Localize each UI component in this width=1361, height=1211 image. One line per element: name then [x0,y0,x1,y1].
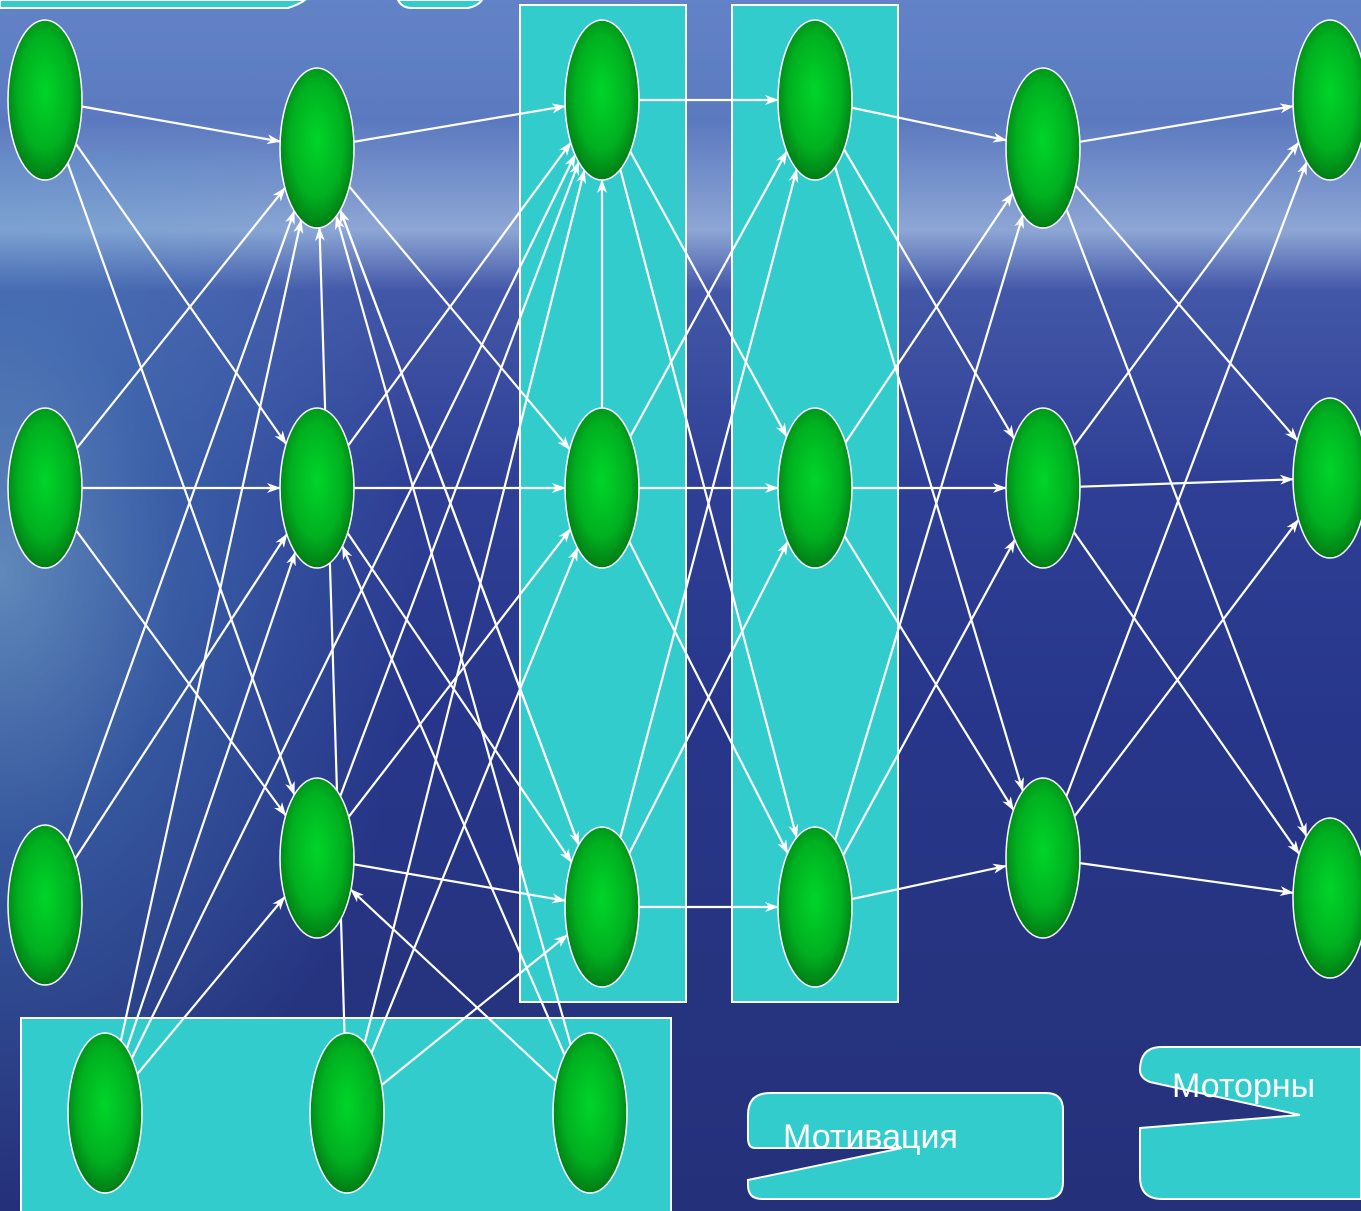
edge-d2-e1 [844,192,1014,444]
edge-b1-c1 [353,103,567,143]
neuron-node-f1 [1292,19,1361,181]
edge-d1-e1 [851,106,1008,143]
edge-group [66,95,1308,1086]
edge-g2-c1 [363,169,586,1044]
edge-g1-b2 [125,551,297,1049]
edge-g2-c2 [370,547,579,1054]
top-tab-right [396,0,484,9]
edge-a3-b1 [66,210,296,843]
edge-d2-e3 [843,535,1015,811]
neuron-node-f2 [1292,397,1361,559]
edge-g3-b1 [335,215,572,1046]
edge-e3-f3 [1079,862,1295,897]
edge-b1-c2 [348,185,571,451]
motor-label-box [1138,1046,1361,1200]
edge-g1-b1 [119,219,304,1041]
edge-e3-f1 [1065,160,1308,797]
neuron-node-c3 [564,826,640,988]
motor-label: Моторны [1172,1067,1316,1105]
edge-c3-d2 [628,540,789,854]
edge-b3-c3 [353,863,567,904]
edge-b3-c1 [339,161,580,797]
edge-g1-b3 [136,896,286,1075]
neuron-node-g2 [309,1032,385,1194]
edge-g3-b2 [341,545,566,1056]
neuron-node-c2 [564,407,640,569]
edge-d3-e3 [851,863,1008,901]
edge-d3-e1 [834,214,1024,841]
neuron-node-d3 [777,826,853,988]
edge-c3-d1 [619,168,799,838]
edge-g1-c1 [130,153,577,1059]
motivation-label: Мотивация [783,1118,958,1156]
edge-e1-f2 [1074,184,1299,442]
neuron-node-b2 [279,407,355,569]
edge-b2-c1 [347,141,572,447]
edge-a2-b3 [75,529,287,817]
top-tab-left [0,0,307,9]
edge-a1-b2 [74,143,288,445]
neuron-node-a3 [7,824,83,986]
edge-e2-f2 [1079,474,1295,488]
motivation-label-box [747,1092,1064,1200]
edge-b3-c2 [347,528,572,818]
edge-d1-e3 [834,166,1024,792]
edge-c2-d1 [629,150,788,437]
edge-e1-f3 [1065,209,1308,838]
neuron-node-c1 [564,19,640,181]
edge-a2-b1 [76,187,286,449]
edge-c3-b1 [339,209,580,846]
neuron-node-g1 [67,1032,143,1194]
neuron-node-b3 [279,777,355,939]
neuron-node-a2 [7,407,83,569]
edge-a3-b2 [74,533,288,860]
edge-g2-c3 [380,934,569,1086]
edge-e3-f2 [1073,518,1300,817]
neuron-node-e2 [1005,407,1081,569]
edge-e2-f3 [1072,531,1301,855]
edge-d3-e2 [842,538,1016,856]
neuron-node-f3 [1292,817,1361,979]
edge-g3-b3 [350,888,557,1083]
edge-e1-f1 [1079,103,1295,143]
node-group [7,19,1361,1194]
neuron-node-d2 [777,407,853,569]
neuron-node-d1 [777,19,853,181]
edge-e2-f1 [1073,141,1300,447]
neuron-node-b1 [279,67,355,229]
edge-d1-e2 [843,148,1015,440]
neuron-node-e3 [1005,777,1081,939]
neuron-node-e1 [1005,67,1081,229]
edge-a1-b3 [66,162,296,796]
edge-a1-b1 [81,105,282,145]
neuron-node-a1 [7,19,83,181]
edge-b2-c3 [346,532,573,863]
neuron-node-g3 [552,1032,628,1194]
